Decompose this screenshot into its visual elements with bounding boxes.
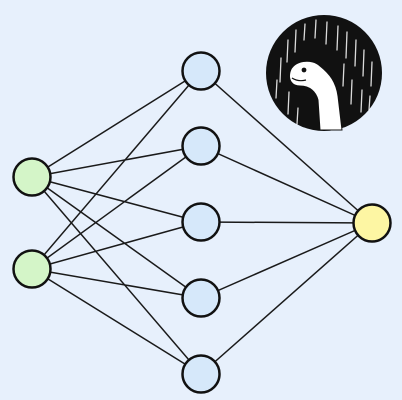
connection-line [31,176,202,223]
hidden-node [181,278,221,318]
connection-line [200,145,373,224]
connection-line [31,145,202,270]
connection-line [31,145,202,178]
output-node [352,203,392,243]
connection-line [200,222,373,299]
connections-group [31,70,373,375]
connection-line [31,70,202,270]
connection-line [200,222,373,375]
dino-in-rain-icon [266,15,382,131]
nodes-group [12,51,392,394]
connection-line [31,221,202,270]
hidden-node [181,51,221,91]
hidden-node [181,354,221,394]
connection-line [200,70,373,224]
connection-line [200,221,373,224]
hidden-node [181,202,221,242]
input-node [12,157,52,197]
hidden-node [181,126,221,166]
connection-line [31,176,202,375]
connection-line [31,176,202,299]
connection-line [31,268,202,375]
connection-line [31,268,202,299]
input-node [12,249,52,289]
connection-line [31,70,202,178]
